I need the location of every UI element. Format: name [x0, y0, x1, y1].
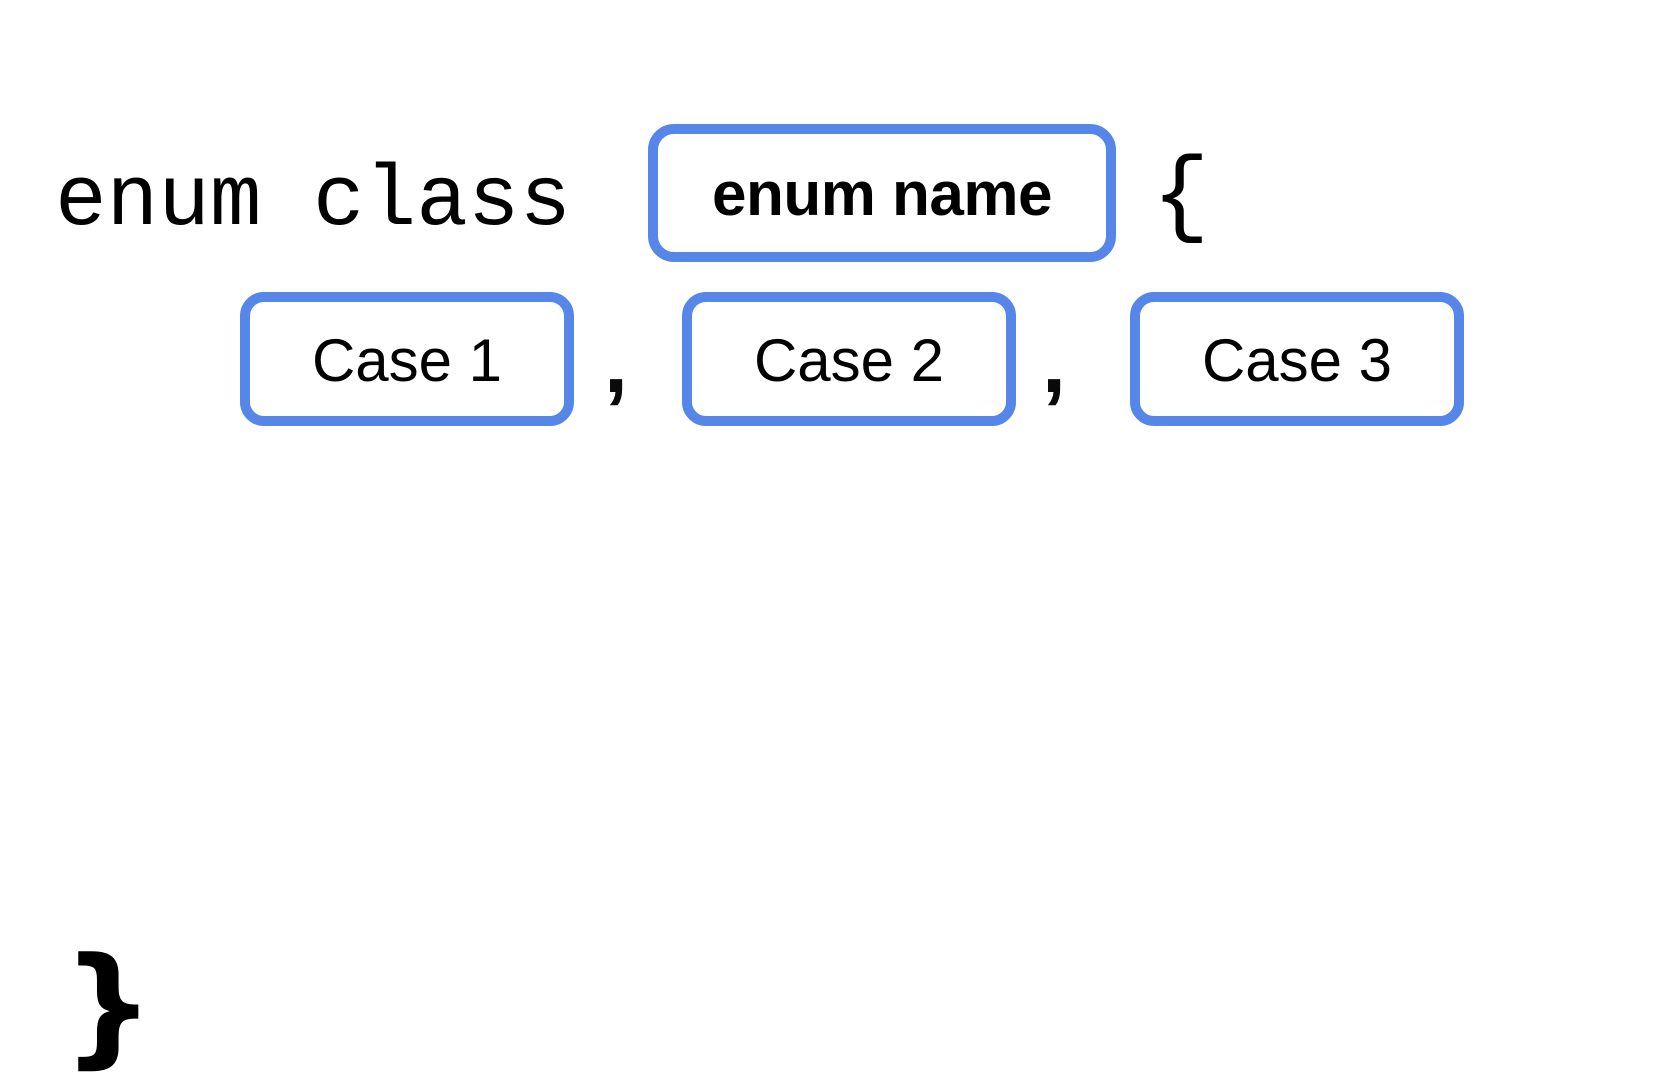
- closing-brace: }: [62, 929, 155, 1081]
- declaration-line: enum class enum name {: [0, 0, 1664, 280]
- enumerator-separator-comma-2: ,: [1042, 315, 1066, 411]
- enumerator-separator-comma-1: ,: [604, 315, 628, 411]
- case-3-placeholder-label: Case 3: [1201, 327, 1393, 394]
- case-3-placeholder-slot[interactable]: Case 3: [1130, 292, 1464, 426]
- case-1-placeholder-slot[interactable]: Case 1: [240, 292, 574, 426]
- case-2-placeholder-slot[interactable]: Case 2: [682, 292, 1016, 426]
- case-2-placeholder-label: Case 2: [753, 327, 945, 394]
- enum-name-placeholder-slot[interactable]: enum name: [648, 124, 1116, 262]
- enum-class-keyword: enum class: [55, 152, 572, 250]
- opening-brace: {: [1152, 143, 1210, 252]
- enum-name-placeholder-label: enum name: [711, 160, 1053, 229]
- closing-line: }: [0, 440, 1664, 1070]
- case-1-placeholder-label: Case 1: [311, 327, 503, 394]
